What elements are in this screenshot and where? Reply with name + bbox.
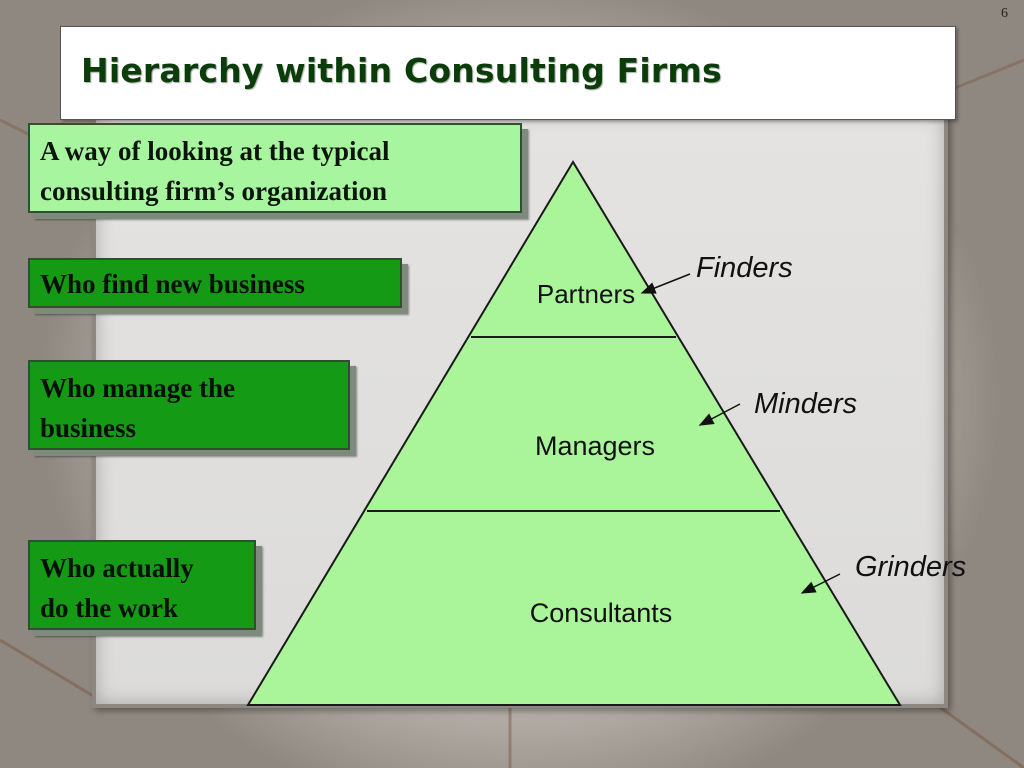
pyramid-level-partners: Partners bbox=[537, 279, 635, 309]
role-label-grinders: Grinders bbox=[855, 551, 966, 583]
pyramid-shape bbox=[246, 160, 902, 706]
intro-note-line-2: consulting firm’s organization bbox=[40, 176, 387, 206]
pyramid-level-managers: Managers bbox=[535, 431, 655, 461]
intro-note: A way of looking at the typical consulti… bbox=[28, 123, 522, 213]
role-label-minders: Minders bbox=[754, 388, 857, 420]
do-work-note: Who actually do the work bbox=[28, 540, 256, 630]
title-box: Hierarchy within Consulting Firms bbox=[60, 26, 956, 120]
pyramid-level-consultants: Consultants bbox=[530, 598, 673, 628]
find-business-note: Who find new business bbox=[28, 258, 402, 308]
manage-business-note: Who manage the business bbox=[28, 360, 350, 450]
do-work-note-line-1: Who actually bbox=[40, 553, 194, 583]
arrow-grinders bbox=[800, 573, 841, 594]
do-work-note-line-2: do the work bbox=[40, 593, 179, 623]
manage-business-note-line-2: business bbox=[40, 413, 137, 443]
intro-note-line-1: A way of looking at the typical bbox=[40, 136, 390, 166]
arrow-finders bbox=[640, 273, 691, 294]
page-number: 6 bbox=[1001, 6, 1008, 21]
find-business-note-line-1: Who find new business bbox=[40, 269, 305, 299]
arrow-minders bbox=[698, 403, 741, 426]
manage-business-note-line-1: Who manage the bbox=[40, 373, 235, 403]
role-label-finders: Finders bbox=[696, 252, 793, 284]
slide-title: Hierarchy within Consulting Firms bbox=[81, 51, 722, 90]
